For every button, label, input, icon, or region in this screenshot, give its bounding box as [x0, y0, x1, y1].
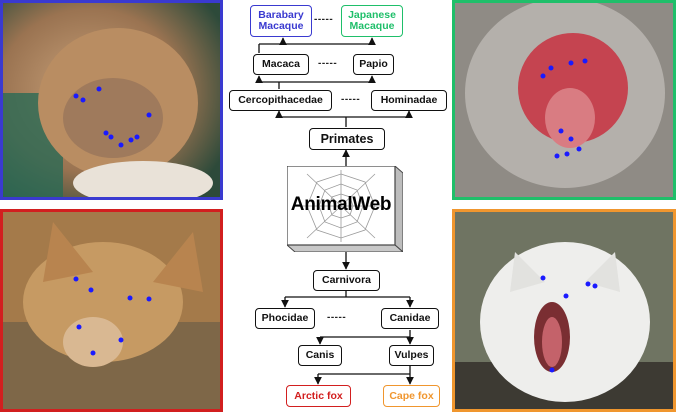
dashes-genera-upper: ----- — [318, 58, 338, 69]
spider-web-icon — [301, 170, 381, 242]
dashes-families-upper: ----- — [341, 94, 361, 105]
node-barbary-macaque: Barabary Macaque — [250, 5, 312, 37]
animalweb-block: AnimalWeb — [287, 166, 403, 252]
barbary-macaque-photo — [0, 0, 223, 200]
node-vulpes: Vulpes — [389, 345, 434, 366]
arctic-fox-photo — [452, 209, 676, 412]
animalweb-title: AnimalWeb — [290, 194, 392, 215]
node-papio: Papio — [353, 54, 394, 75]
node-hominadae: Hominadae — [371, 90, 447, 111]
node-primates: Primates — [309, 128, 385, 150]
japanese-macaque-photo — [452, 0, 676, 200]
node-macaca: Macaca — [253, 54, 309, 75]
node-cercopithacedae: Cercopithacedae — [229, 90, 332, 111]
node-japanese-macaque: Japanese Macaque — [341, 5, 403, 37]
dashes-families-lower: ----- — [327, 312, 347, 323]
cape-fox-photo — [0, 209, 223, 412]
animalweb-box-3d — [287, 166, 403, 252]
node-carnivora: Carnivora — [313, 270, 380, 291]
node-arctic-fox: Arctic fox — [286, 385, 351, 407]
node-canis: Canis — [298, 345, 342, 366]
node-canidae: Canidae — [381, 308, 439, 329]
node-cape-fox: Cape fox — [383, 385, 440, 407]
dashes-species-upper: ----- — [314, 14, 334, 25]
node-phocidae: Phocidae — [255, 308, 315, 329]
